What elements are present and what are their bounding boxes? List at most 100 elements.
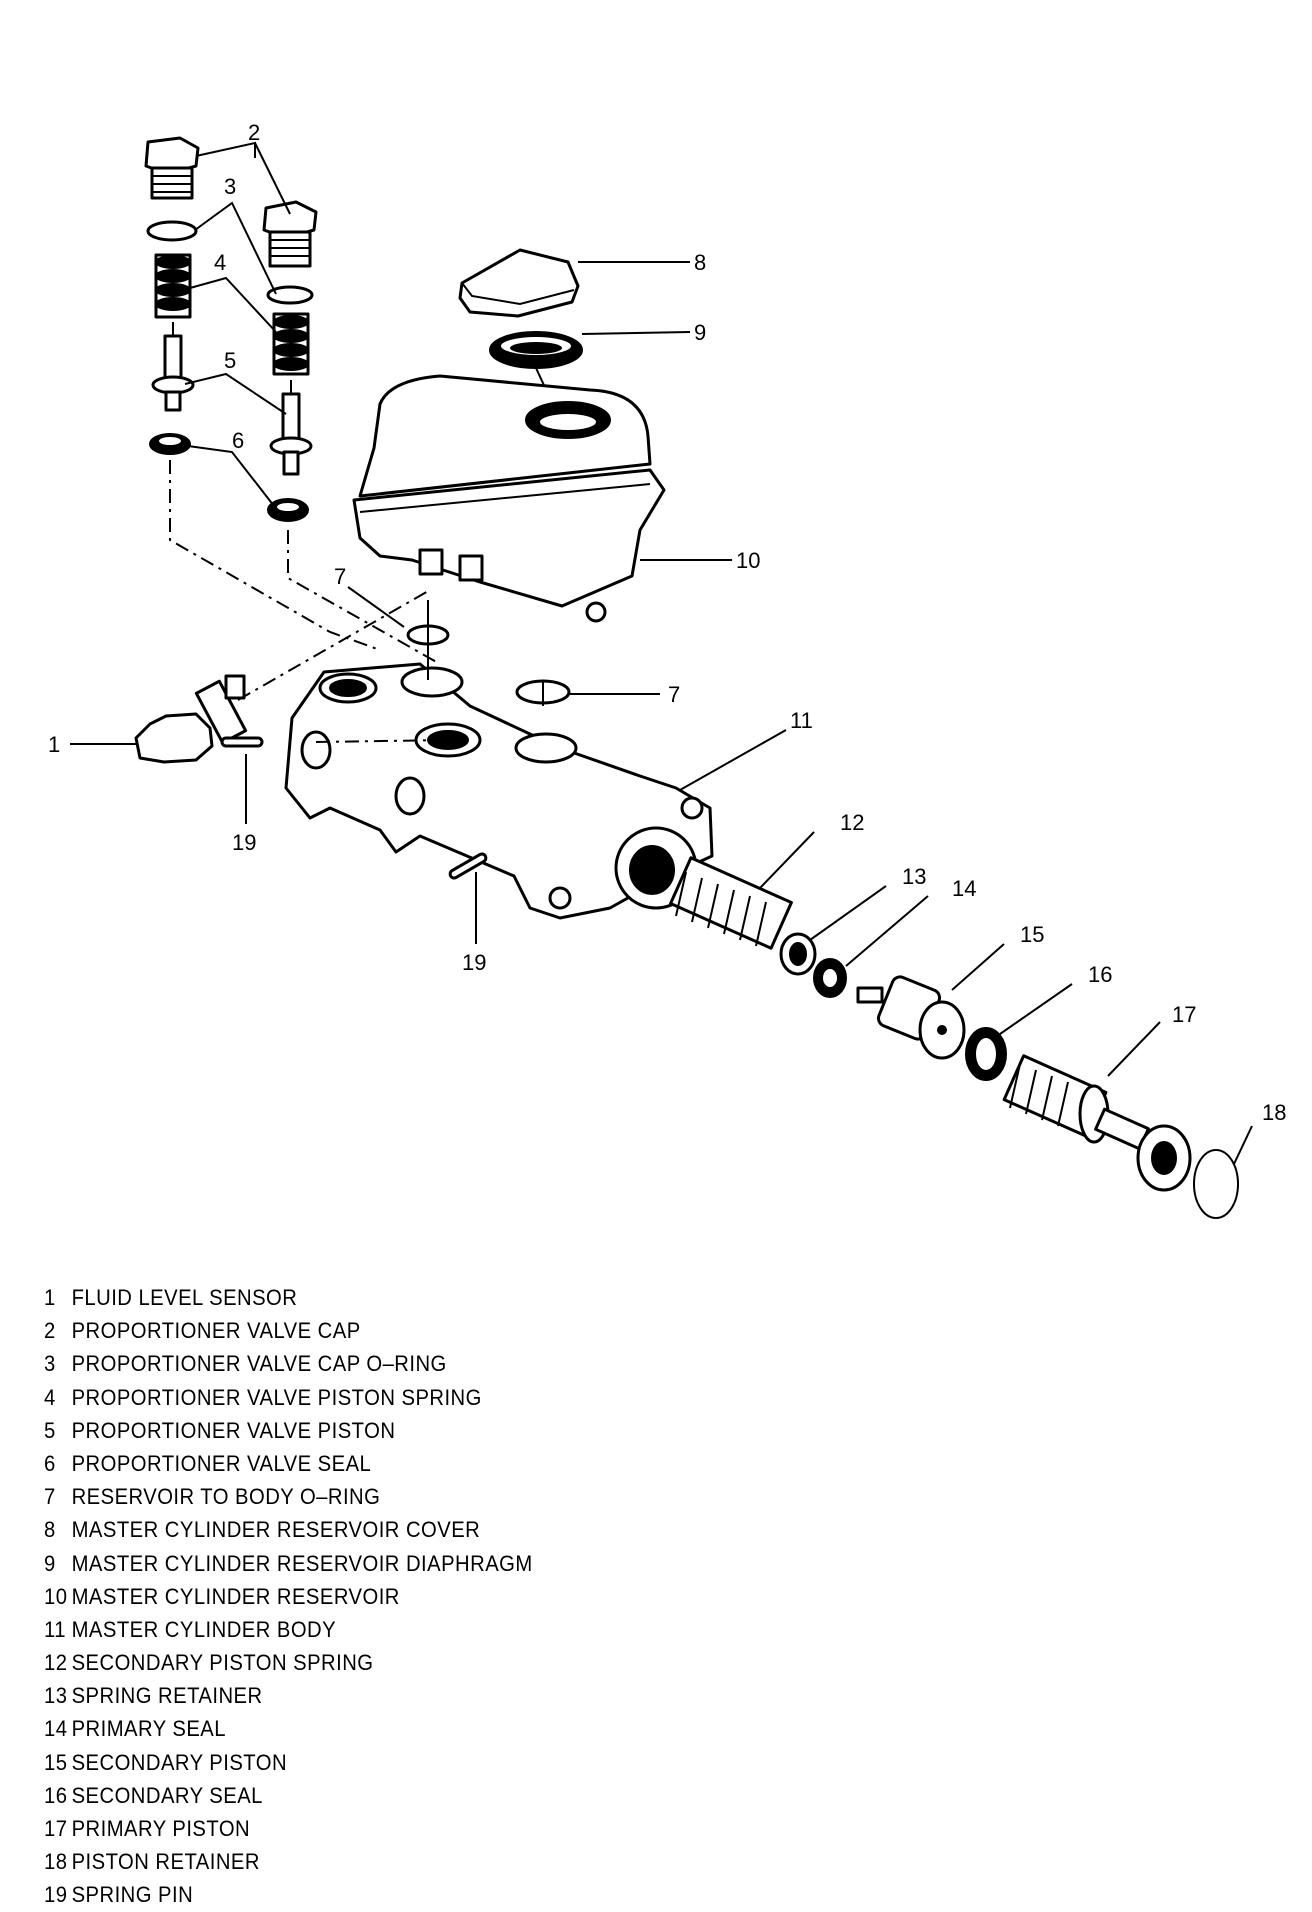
legend-number: 14 (44, 1716, 68, 1742)
callout-15: 15 (1020, 922, 1044, 947)
legend-label: PRIMARY PISTON (71, 1816, 251, 1841)
legend-label: SECONDARY PISTON (71, 1749, 288, 1775)
legend-number: 4 (44, 1384, 56, 1410)
legend-label: PROPORTIONER VALVE PISTON SPRING (71, 1384, 482, 1410)
callout-16: 16 (1088, 962, 1112, 987)
legend-number: 7 (44, 1484, 56, 1510)
legend-item: 1 FLUID LEVEL SENSOR (44, 1281, 614, 1314)
spring-pin-right (448, 852, 488, 880)
legend-number: 3 (44, 1351, 56, 1377)
centerline-left-valve (169, 460, 381, 651)
callout-3: 3 (224, 174, 236, 199)
callout-2: 2 (248, 120, 260, 145)
leader-lines (70, 141, 1253, 1165)
fluid-level-sensor (134, 674, 248, 764)
legend-number: 18 (44, 1849, 68, 1875)
legend-label: FLUID LEVEL SENSOR (71, 1285, 298, 1310)
legend-number: 11 (44, 1616, 66, 1642)
piston-spring-left (154, 253, 192, 319)
legend-number: 16 (44, 1782, 68, 1808)
reservoir-cover (458, 248, 580, 318)
proportioner-valve-cap-right (262, 200, 318, 268)
callout-17: 17 (1172, 1002, 1196, 1027)
legend-number: 10 (44, 1583, 68, 1609)
callout-12: 12 (840, 810, 864, 835)
reservoir-diaphragm (489, 331, 583, 369)
legend-label: MASTER CYLINDER BODY (71, 1616, 337, 1642)
callout-4: 4 (214, 250, 226, 275)
callout-7-lower: 7 (668, 682, 680, 707)
legend-label: PROPORTIONER VALVE PISTON (71, 1417, 396, 1443)
legend-number: 15 (44, 1749, 68, 1775)
callout-19-right: 19 (462, 950, 486, 975)
legend-number: 12 (44, 1650, 68, 1676)
callout-5: 5 (224, 348, 236, 373)
legend-number: 8 (44, 1517, 56, 1543)
legend-label: SPRING PIN (71, 1882, 194, 1908)
master-cylinder-reservoir (352, 374, 666, 623)
legend-item: 7 RESERVOIR TO BODY O–RING (44, 1480, 614, 1513)
valve-piston-left (151, 322, 195, 412)
legend-label: PISTON RETAINER (71, 1849, 260, 1875)
valve-seal-right (267, 498, 309, 522)
legend-item: 4 PROPORTIONER VALVE PISTON SPRING (44, 1381, 614, 1414)
legend-number: 2 (44, 1318, 56, 1344)
proportioner-valve-cap-left (144, 136, 200, 200)
cap-o-ring-right (266, 285, 314, 305)
legend-number: 17 (44, 1816, 68, 1841)
master-cylinder-body (284, 662, 714, 920)
legend-number: 19 (44, 1882, 68, 1908)
legend-label: RESERVOIR TO BODY O–RING (71, 1484, 381, 1510)
callout-14: 14 (952, 876, 976, 901)
callout-9: 9 (694, 320, 706, 345)
secondary-piston (856, 975, 966, 1060)
legend-label: PRIMARY SEAL (71, 1716, 226, 1742)
legend-label: MASTER CYLINDER RESERVOIR DIAPHRAGM (71, 1550, 533, 1576)
spring-retainer (779, 932, 817, 976)
centerline-bore (315, 739, 451, 743)
legend-number: 1 (44, 1285, 56, 1310)
legend-number: 6 (44, 1450, 56, 1476)
callout-10: 10 (736, 548, 760, 573)
primary-piston (1002, 1054, 1192, 1192)
legend-item: 5 PROPORTIONER VALVE PISTON (44, 1414, 614, 1447)
secondary-seal (965, 1027, 1007, 1081)
legend-item: 3 PROPORTIONER VALVE CAP O–RING (44, 1347, 614, 1380)
cap-o-ring-left (146, 220, 198, 242)
legend-item: 8 MASTER CYLINDER RESERVOIR COVER (44, 1513, 614, 1546)
legend-number: 5 (44, 1417, 56, 1443)
callout-1: 1 (48, 732, 60, 757)
legend-label: MASTER CYLINDER RESERVOIR COVER (71, 1517, 481, 1543)
legend-label: MASTER CYLINDER RESERVOIR (71, 1583, 400, 1609)
callout-18: 18 (1262, 1100, 1286, 1125)
legend-number: 13 (44, 1683, 68, 1709)
callout-11: 11 (790, 708, 813, 733)
valve-piston-right (269, 380, 313, 476)
legend-label: SPRING RETAINER (71, 1683, 263, 1709)
primary-seal (813, 958, 847, 998)
centerline-sensor (237, 589, 431, 701)
callout-19-left: 19 (232, 830, 256, 855)
piston-retainer (1193, 1149, 1239, 1219)
legend-label: SECONDARY SEAL (71, 1782, 263, 1808)
secondary-piston-spring (669, 856, 793, 950)
piston-spring-right (272, 312, 310, 376)
spring-pin-left (220, 736, 264, 748)
valve-seal-left (149, 433, 191, 455)
callout-8: 8 (694, 250, 706, 275)
legend-label: PROPORTIONER VALVE CAP O–RING (71, 1351, 447, 1377)
exploded-view-diagram: 2 3 4 5 6 7 7 8 9 10 11 12 13 14 15 16 1… (48, 120, 1286, 1219)
